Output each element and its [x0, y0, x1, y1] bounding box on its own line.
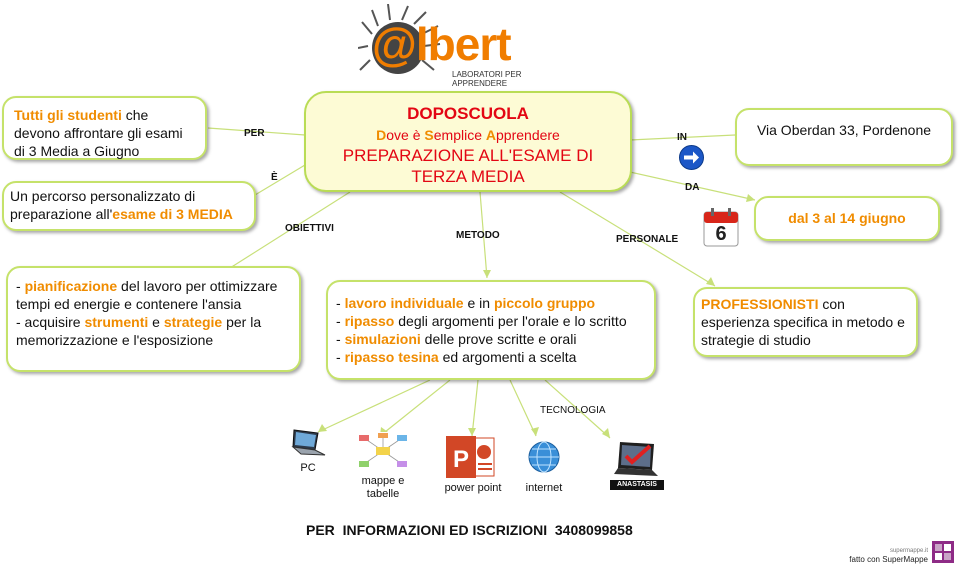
node-per: Tutti gli studenti che devono affrontare… [2, 96, 207, 160]
center-subtitle: PREPARAZIONE ALL'ESAME DI TERZA MEDIA [342, 146, 594, 186]
logo-text: @lbert [372, 18, 512, 70]
obiettivi-l2-text: per la memorizzazione e l'esposizione [16, 314, 262, 348]
metodo-r2-pre: - [336, 313, 345, 329]
globe-svg [528, 441, 560, 473]
node-metodo: - lavoro individuale e in piccolo gruppo… [326, 280, 656, 380]
metodo-row-3: - simulazioni delle prove scritte e oral… [336, 330, 646, 348]
obiettivi-l1-pre: - [16, 278, 25, 294]
logo-subtitle: LABORATORI PER APPRENDERE [452, 70, 522, 88]
link-label-e: È [271, 172, 278, 183]
node-e-highlight: esame di 3 MEDIA [112, 206, 233, 222]
node-da: dal 3 al 14 giugno [754, 196, 940, 241]
metodo-r2-highlight: ripasso [344, 313, 395, 329]
node-in-text: Via Oberdan 33, Pordenone [756, 122, 932, 138]
calendar-svg [703, 208, 739, 247]
node-per-highlight: Tutti gli studenti [14, 107, 122, 123]
svg-text:P: P [453, 446, 469, 473]
metodo-row-4: - ripasso tesina ed argomenti a scelta [336, 348, 646, 366]
acronym-s-rest: emplice [433, 127, 486, 143]
metodo-row-2: - ripasso degli argomenti per l'orale e … [336, 312, 646, 330]
acronym-a-rest: pprendere [496, 127, 560, 143]
metodo-r2-text: degli argomenti per l'orale e lo scritto [394, 313, 627, 329]
supermappe-credit: fatto con SuperMappe [849, 555, 928, 564]
metodo-r4-pre: - [336, 349, 345, 365]
mindmap-svg [358, 432, 408, 470]
center-title: DOPOSCUOLA [407, 104, 529, 123]
footer-contact: PER INFORMAZIONI ED ISCRIZIONI 340809985… [306, 522, 633, 538]
obiettivi-line-1: - pianificazione del lavoro per ottimizz… [16, 277, 291, 313]
obiettivi-l2-highlight-1: strumenti [84, 314, 149, 330]
node-e: Un percorso personalizzato di preparazio… [2, 181, 256, 231]
calendar-day: 6 [715, 223, 727, 245]
powerpoint-svg: P [446, 436, 495, 478]
acronym-s: S [424, 127, 434, 143]
metodo-r4-highlight: ripasso tesina [344, 349, 439, 365]
arrow-right-svg [679, 145, 704, 170]
obiettivi-l2-highlight-2: strategie [163, 314, 223, 330]
node-per-text: che devono affrontare gli esami di 3 Med… [14, 107, 183, 159]
node-e-text: Un percorso personalizzato di preparazio… [10, 188, 196, 222]
link-label-da: DA [685, 182, 700, 193]
obiettivi-l1-highlight: pianificazione [24, 278, 118, 294]
laptop-icon [291, 428, 327, 458]
powerpoint-icon: P [446, 436, 496, 478]
laptop-svg [291, 429, 326, 456]
anastasis-svg [610, 442, 664, 490]
acronym-d-rest: ove è [386, 127, 425, 143]
link-label-in: IN [677, 132, 687, 143]
globe-icon [527, 440, 561, 474]
anastasis-text: ANASTASIS [617, 481, 657, 488]
link-label-tecnologia: TECNOLOGIA [540, 405, 606, 416]
tech-pc-label: PC [300, 462, 316, 474]
supermappe-logo-icon [932, 541, 954, 563]
tech-ppt-label: power point [444, 482, 502, 494]
node-personale-highlight: PROFESSIONISTI [701, 296, 819, 312]
metodo-r1-highlight-1: lavoro individuale [344, 295, 464, 311]
obiettivi-l2-mid: e [148, 314, 164, 330]
acronym-d: D [376, 127, 387, 143]
anastasis-logo-icon: ANASTASIS [610, 440, 664, 490]
obiettivi-l2-pre: - acquisire [16, 314, 85, 330]
metodo-r4-text: ed argomenti a scelta [438, 349, 577, 365]
node-personale-text: con esperienza specifica in metodo e str… [701, 296, 905, 348]
supermappe-small: supermappe.it [889, 548, 928, 554]
node-da-text: dal 3 al 14 giugno [788, 210, 906, 226]
link-label-personale: PERSONALE [616, 234, 679, 245]
center-node: DOPOSCUOLA Dove è Semplice Apprendere PR… [304, 91, 632, 192]
link-label-metodo: METODO [456, 230, 500, 241]
metodo-r1-pre: - [336, 295, 345, 311]
link-label-per: PER [244, 128, 265, 139]
supermappe-logo-svg [932, 541, 954, 563]
obiettivi-line-2: - acquisire strumenti e strategie per la… [16, 313, 291, 349]
node-obiettivi: - pianificazione del lavoro per ottimizz… [6, 266, 301, 372]
albert-logo: @lbert LABORATORI PER APPRENDERE [358, 4, 558, 88]
metodo-r1-highlight-2: piccolo gruppo [493, 295, 596, 311]
metodo-r3-pre: - [336, 331, 345, 347]
metodo-r3-highlight: simulazioni [344, 331, 421, 347]
metodo-r3-text: delle prove scritte e orali [420, 331, 577, 347]
center-acronym: Dove è Semplice Apprendere [306, 125, 630, 145]
logo-splash [358, 4, 441, 74]
calendar-icon: 6 [703, 207, 739, 247]
metodo-r1-mid: e in [463, 295, 494, 311]
mindmap-icon [358, 432, 408, 470]
acronym-a: A [485, 127, 497, 143]
obiettivi-l1-text: del lavoro per ottimizzare tempi ed ener… [16, 278, 278, 312]
tech-internet-label: internet [525, 482, 563, 494]
arrow-right-icon [679, 145, 704, 170]
node-personale: PROFESSIONISTI con esperienza specifica … [693, 287, 918, 357]
link-label-obiettivi: OBIETTIVI [285, 223, 334, 234]
metodo-row-1: - lavoro individuale e in piccolo gruppo [336, 294, 646, 312]
node-in: Via Oberdan 33, Pordenone [735, 108, 953, 166]
tech-mappe-label: mappe e tabelle [361, 475, 405, 500]
